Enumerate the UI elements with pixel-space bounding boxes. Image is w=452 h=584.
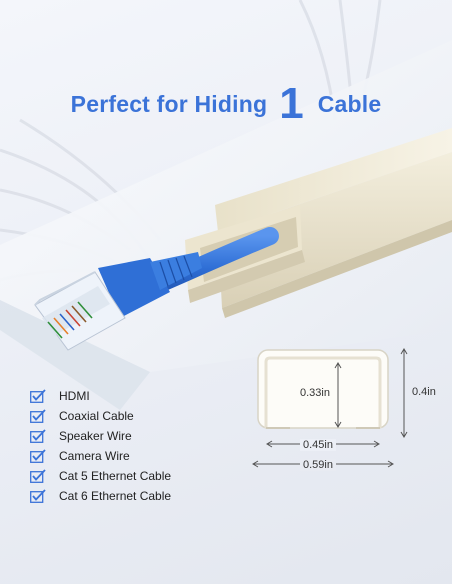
checkbox-checked-icon (30, 429, 46, 443)
list-item: Coaxial Cable (30, 406, 171, 426)
cable-label: HDMI (59, 389, 90, 403)
inner-height-label: 0.33in (300, 387, 330, 399)
panel-edge (0, 300, 150, 410)
headline-number: 1 (279, 79, 304, 128)
cable-label: Cat 6 Ethernet Cable (59, 489, 172, 503)
cable-label: Camera Wire (59, 449, 130, 463)
checkbox-checked-icon (30, 449, 46, 463)
cable-label: Cat 5 Ethernet Cable (59, 469, 172, 483)
headline: Perfect for Hiding 1 Cable (0, 80, 452, 128)
list-item: Speaker Wire (30, 426, 171, 446)
list-item: HDMI (30, 386, 171, 406)
checkbox-checked-icon (30, 489, 46, 503)
headline-suffix: Cable (317, 90, 382, 117)
checkbox-checked-icon (30, 389, 46, 403)
list-item: Camera Wire (30, 446, 171, 466)
outer-width-label: 0.59in (300, 459, 336, 471)
checkbox-checked-icon (30, 469, 46, 483)
cable-boot (98, 252, 202, 318)
list-item: Cat 5 Ethernet Cable (30, 466, 171, 486)
ethernet-plug-icon (34, 271, 126, 351)
headline-prefix: Perfect for Hiding (70, 90, 268, 117)
cable-label: Speaker Wire (59, 429, 132, 443)
outer-height-label: 0.4in (412, 386, 436, 398)
checkbox-checked-icon (30, 409, 46, 423)
list-item: Cat 6 Ethernet Cable (30, 486, 171, 506)
inner-width-label: 0.45in (300, 439, 336, 451)
cable-label: Coaxial Cable (59, 409, 134, 423)
compatible-cable-list: HDMI Coaxial Cable Speaker Wire Camera W… (30, 386, 171, 506)
